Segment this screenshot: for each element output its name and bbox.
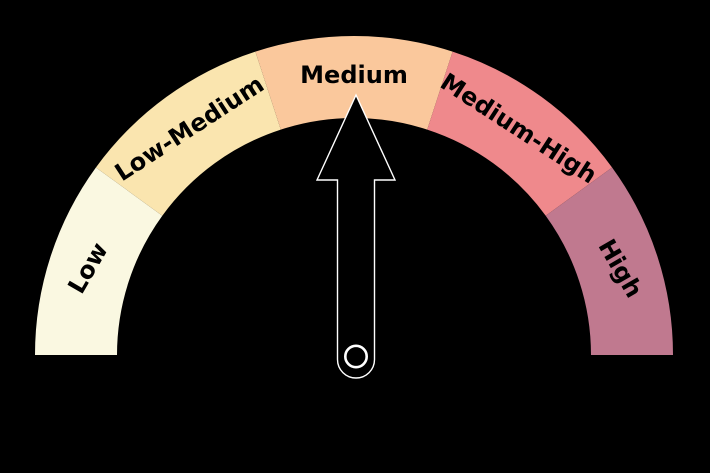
gauge-segment-medium bbox=[255, 35, 453, 130]
gauge-segment-low bbox=[35, 167, 163, 355]
gauge-label-medium: Medium bbox=[300, 61, 408, 89]
gauge-segment-high bbox=[545, 167, 673, 355]
gauge-segment-medium-high bbox=[427, 51, 613, 216]
needle-pivot-icon bbox=[343, 344, 368, 369]
gauge-needle-arrow-icon bbox=[315, 93, 397, 379]
gauge-segment-low-medium bbox=[95, 51, 281, 216]
